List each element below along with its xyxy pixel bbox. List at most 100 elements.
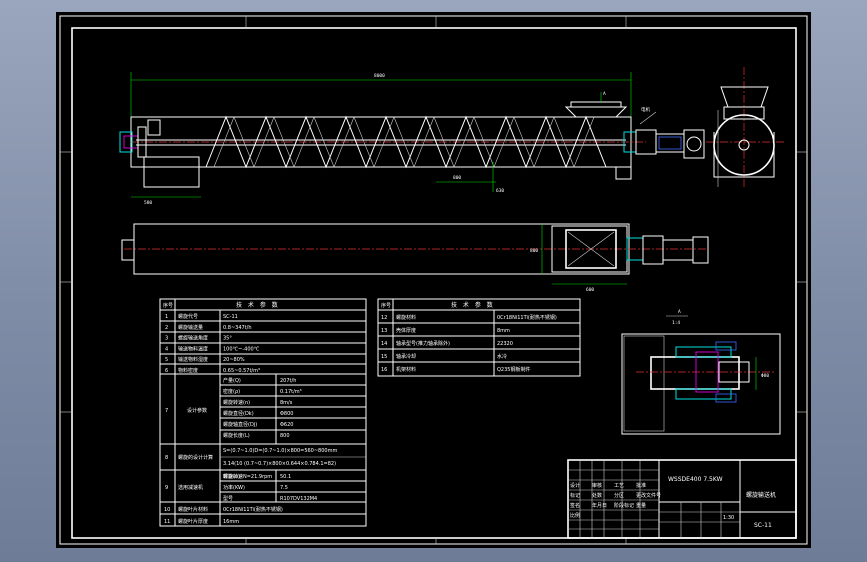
left-support (143, 156, 200, 188)
left-row-value: SC-11 (223, 314, 238, 320)
title-block-cell: 年月日 (592, 502, 607, 509)
row7-label: 设计参数 (187, 407, 207, 414)
right-row-value: 22320 (497, 341, 513, 347)
design-row-value: 800 (280, 433, 290, 439)
title-block-cell: 更改文件号 (636, 492, 661, 499)
left-row-name: 螺旋输送角度 (178, 335, 208, 342)
row9-sub-name: 型号 (223, 495, 233, 502)
row11-value: 16mm (223, 519, 239, 525)
right-row-name: 壳体厚度 (396, 327, 416, 334)
design-row-value: Φ800 (280, 411, 293, 417)
title-block: WSSDE400 7.5KW 螺旋输送机 SC-11 1:30 设计审核工艺批准… (567, 459, 797, 539)
right-header-no: 序号 (381, 302, 391, 309)
left-row-value: 100℃~-400℃ (223, 346, 260, 352)
right-row-value: Q235钢板制件 (497, 366, 530, 373)
front-elevation-view: 8000 A 580 (119, 72, 705, 206)
dim-outlet-h: 630 (496, 188, 504, 194)
title-block-cell: 比例 (570, 512, 580, 519)
right-row-name: 轴承型号(推力轴承除外) (396, 340, 450, 347)
right-row-value: 8mm (497, 328, 510, 334)
left-header-title: 技 术 参 数 (236, 301, 280, 309)
title-block-cell: 设计 (570, 482, 580, 489)
cad-viewport[interactable]: 8000 A 580 (56, 12, 811, 548)
detail-a-view: A 1:4 Φ80 (621, 309, 781, 435)
right-row-name: 螺旋材料 (396, 314, 416, 321)
right-row-no: 12 (381, 315, 387, 321)
design-row-name: 螺旋长度(L) (223, 432, 250, 439)
tb-drawing-name: 螺旋输送机 (746, 491, 776, 499)
left-row-value: 0.8~347t/h (223, 325, 252, 331)
left-row-name: 输送物料湿度 (178, 356, 208, 363)
right-row-name: 机架材料 (396, 366, 416, 373)
row9-sub-value: 50.1 (280, 474, 291, 480)
title-block-cell: 工艺 (614, 483, 624, 489)
left-row-no: 4 (165, 346, 168, 352)
left-row-no: 6 (165, 368, 168, 374)
row9-no: 9 (165, 485, 168, 491)
detail-label-bottom: 1:4 (672, 320, 680, 326)
plan-view: 600 800 (121, 223, 709, 293)
design-row-value: 0.17t/m³ (280, 389, 302, 395)
design-row-value: Φ620 (280, 422, 293, 428)
design-row-name: 螺旋转速(n) (223, 399, 250, 406)
left-row-value: 35° (223, 336, 232, 342)
right-row-value: 0Cr18Ni11Ti(耐热不锈钢) (497, 314, 557, 321)
detail-frame (621, 333, 781, 435)
row9-name: 选用减速机 (178, 484, 203, 491)
left-row-value: 0.65~0.57t/m³ (223, 368, 260, 374)
right-row-value: 水冷 (497, 353, 507, 360)
tb-drawing-no: SC-11 (754, 522, 772, 529)
title-block-cell: 处数 (592, 492, 602, 499)
left-row-name: 螺旋输送量 (178, 324, 203, 331)
left-row-name: 螺旋代号 (178, 313, 198, 320)
label-a: A (603, 91, 606, 97)
dim-outlet-w: 600 (586, 287, 594, 293)
row10-no: 10 (164, 507, 170, 513)
dim-overall-length: 8000 (374, 73, 385, 79)
design-row-name: 产量(Q) (223, 377, 241, 384)
design-row-name: 密度(ρ) (223, 388, 240, 395)
tb-scale: 1:30 (723, 515, 734, 521)
detail-label-top: A (678, 309, 681, 315)
row11-name: 螺旋叶片厚度 (178, 518, 208, 525)
row8-no: 8 (165, 455, 168, 461)
row10-value: 0Cr18Ni11Ti(耐热不锈钢) (223, 506, 283, 513)
title-block-cell: 重量 (636, 502, 646, 509)
outer-frame (59, 15, 808, 545)
title-block-cell: 阶段标记 (614, 502, 634, 509)
inlet-hopper (564, 106, 628, 118)
right-row-no: 13 (381, 328, 387, 334)
design-row-name: 螺旋直径(Dk) (223, 410, 254, 417)
left-header-no: 序号 (163, 302, 173, 309)
dim-detail: Φ80 (761, 373, 769, 379)
row11-no: 11 (164, 519, 170, 525)
title-block-cell: 分区 (614, 492, 624, 499)
left-row-no: 1 (165, 314, 168, 320)
inner-frame (71, 27, 797, 539)
spec-table-left: 序号 技 术 参 数 1 螺旋代号 SC-11 2 螺旋输送量 0.8~347t/h 3 螺旋… (159, 298, 367, 527)
row10-name: 螺旋叶片材料 (178, 506, 208, 513)
tb-design-text: WSSDE400 7.5KW (668, 476, 723, 483)
row8-name: 螺旋的设计计算 (178, 454, 213, 461)
row8-line-1: S=(0.7~1.0)D=(0.7~1.0)×800=560~800mm (223, 448, 337, 454)
row9-sub-name: 功率(KW) (223, 484, 245, 491)
title-block-cell: 批准 (636, 482, 646, 489)
design-row-value: 207t/h (280, 378, 296, 384)
left-row-no: 5 (165, 357, 168, 363)
left-row-no: 3 (165, 336, 168, 342)
label-motor: 电机 (641, 106, 650, 113)
right-row-no: 16 (381, 367, 387, 373)
dim-plan-width: 800 (530, 248, 538, 254)
side-view (706, 67, 786, 187)
dim-left-end: 580 (144, 200, 152, 206)
left-row-no: 2 (165, 325, 168, 331)
right-row-name: 轴承冷却 (396, 353, 416, 360)
spec-table-right: 序号 技 术 参 数 12 螺旋材料 0Cr18Ni11Ti(耐热不锈钢) 13 壳体厚… (377, 298, 581, 377)
frame-ticks (60, 16, 807, 544)
row7-no: 7 (165, 408, 168, 414)
right-row-no: 14 (381, 341, 387, 347)
row9-sub-value: 7.5 (280, 485, 288, 491)
right-header-title: 技 术 参 数 (451, 301, 495, 309)
dim-pitch: 800 (453, 175, 461, 181)
design-row-value: 8m/s (280, 400, 293, 406)
